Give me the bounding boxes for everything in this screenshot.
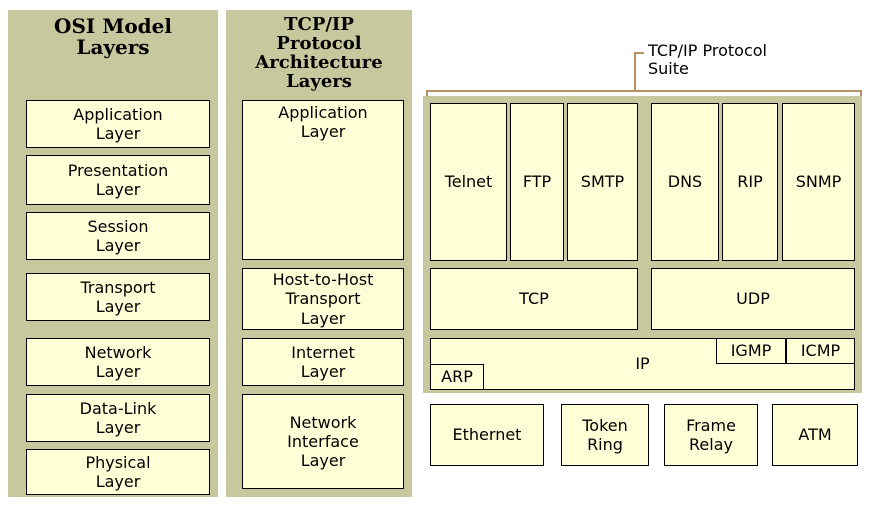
protocol-tcp: TCP (430, 268, 638, 330)
osi-layer-transport: Transport Layer (26, 273, 210, 321)
arch-layer-host-to-host-transport: Host-to-Host Transport Layer (242, 268, 404, 330)
arch-layer-application: Application Layer (242, 100, 404, 260)
protocol-arp: ARP (430, 364, 484, 390)
arch-layer-internet: Internet Layer (242, 338, 404, 386)
suite-label: TCP/IP Protocol Suite (648, 41, 767, 79)
technology-token-ring: Token Ring (561, 404, 649, 466)
protocol-icmp: ICMP (786, 338, 855, 364)
technology-ethernet: Ethernet (430, 404, 544, 466)
protocol-ftp: FTP (510, 103, 564, 261)
protocol-rip: RIP (722, 103, 778, 261)
suite-bracket-tick (634, 52, 636, 90)
protocol-dns: DNS (651, 103, 719, 261)
protocol-igmp: IGMP (716, 338, 786, 364)
osi-layer-data-link: Data-Link Layer (26, 394, 210, 442)
arch-layer-network-interface: Network Interface Layer (242, 394, 404, 489)
osi-layer-session: Session Layer (26, 212, 210, 260)
suite-bracket (426, 90, 862, 100)
osi-column-title: OSI Model Layers (54, 14, 172, 59)
technology-atm: ATM (772, 404, 858, 466)
protocol-udp: UDP (651, 268, 855, 330)
osi-layer-physical: Physical Layer (26, 449, 210, 495)
osi-layer-network: Network Layer (26, 338, 210, 386)
tcpip-architecture-title: TCP/IP Protocol Architecture Layers (255, 14, 383, 92)
osi-layer-presentation: Presentation Layer (26, 155, 210, 205)
protocol-smtp: SMTP (567, 103, 638, 261)
technology-frame-relay: Frame Relay (664, 404, 758, 466)
osi-layer-application: Application Layer (26, 100, 210, 148)
protocol-snmp: SNMP (782, 103, 855, 261)
protocol-telnet: Telnet (430, 103, 507, 261)
suite-bracket-tick-horizontal (634, 52, 644, 54)
